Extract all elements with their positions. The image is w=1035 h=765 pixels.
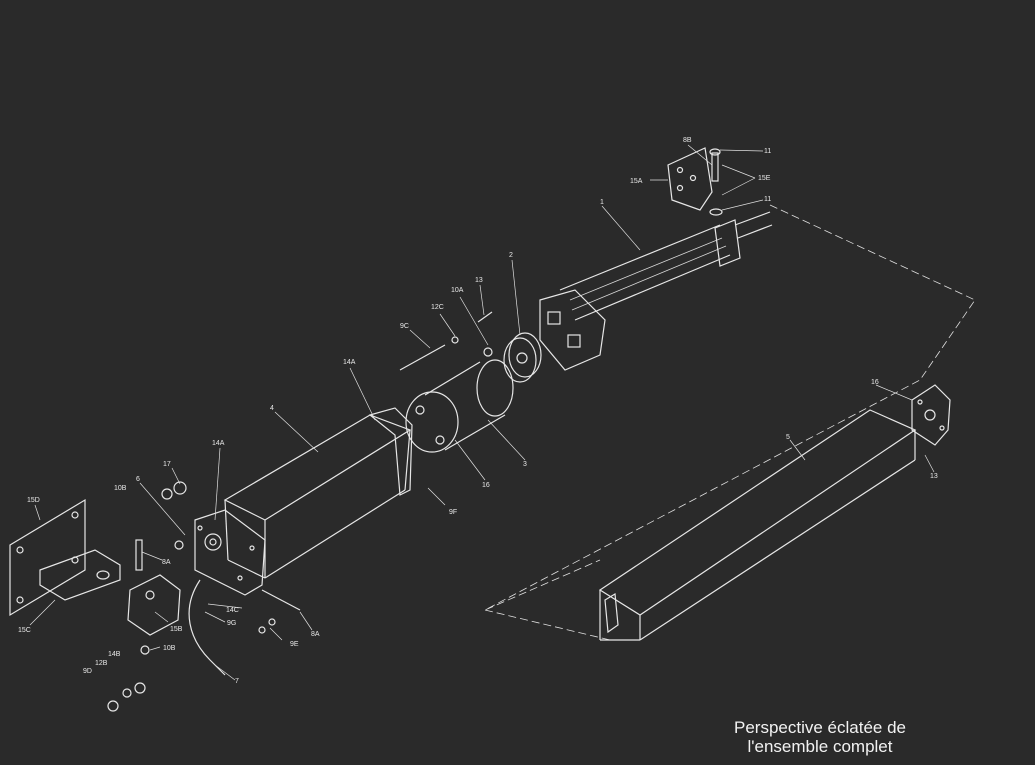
part-16-endcap <box>911 384 951 446</box>
label-5: 5 <box>786 434 790 441</box>
caption-line-1: Perspective éclatée de <box>734 718 906 737</box>
label-7: 7 <box>235 678 239 685</box>
part-16-motor <box>405 359 514 453</box>
part-15B-block <box>127 574 181 636</box>
part-1-cylinder <box>539 211 773 371</box>
label-8B: 8B <box>683 137 692 144</box>
diagram-caption: Perspective éclatée de l'ensemble comple… <box>690 718 950 756</box>
part-end-block <box>194 509 266 596</box>
part-7-cable <box>188 579 226 676</box>
label-2: 2 <box>509 252 513 259</box>
part-8A-pin-left <box>135 539 143 571</box>
part-13-pin <box>477 311 493 323</box>
part-9E-screw-b <box>268 618 276 626</box>
label-15C: 15C <box>18 627 31 634</box>
label-12C: 12C <box>431 304 444 311</box>
label-15B: 15B <box>170 626 183 633</box>
label-4: 4 <box>270 405 274 412</box>
label-6: 6 <box>136 476 140 483</box>
part-8A-pin <box>261 589 301 611</box>
label-1: 1 <box>600 199 604 206</box>
label-16-right: 16 <box>871 379 879 386</box>
part-5-outer-housing <box>598 409 917 641</box>
label-10B-bottom: 10B <box>163 645 176 652</box>
label-14B: 14B <box>108 651 121 658</box>
label-10A: 10A <box>451 287 464 294</box>
label-8A-right: 8A <box>311 631 320 638</box>
label-9C: 9C <box>400 323 409 330</box>
part-9E-screw <box>258 626 266 634</box>
label-15A: 15A <box>630 178 643 185</box>
part-9C-rod <box>399 344 446 371</box>
label-15D: 15D <box>27 497 40 504</box>
part-10A-nut <box>483 347 493 357</box>
label-17: 17 <box>163 461 171 468</box>
label-9G: 9G <box>227 620 236 627</box>
part-10B-nut <box>174 540 184 550</box>
caption-line-2: l'ensemble complet <box>747 737 893 756</box>
label-15E: 15E <box>758 175 771 182</box>
label-9F: 9F <box>449 509 457 516</box>
label-8A-left: 8A <box>162 559 171 566</box>
label-9E: 9E <box>290 641 299 648</box>
part-15A-bracket <box>667 147 723 216</box>
label-13-right: 13 <box>930 473 938 480</box>
part-4-housing <box>223 407 413 579</box>
dashed-envelope-line <box>484 204 976 611</box>
label-12B: 12B <box>95 660 108 667</box>
part-12C-washer <box>451 336 459 344</box>
label-3: 3 <box>523 461 527 468</box>
label-9D: 9D <box>83 668 92 675</box>
label-11-bottom: 11 <box>764 196 771 203</box>
part-17-washer-b <box>161 488 173 500</box>
label-10B-left: 10B <box>114 485 127 492</box>
part-10B-nut-b <box>140 645 150 655</box>
part-17-washer <box>173 481 187 495</box>
part-15D-plate <box>9 498 121 617</box>
part-9D-screw <box>107 682 146 712</box>
leader-lines <box>29 144 935 681</box>
label-13-top: 13 <box>475 277 483 284</box>
label-14A-left: 14A <box>212 440 225 447</box>
label-11-top: 11 <box>764 148 771 155</box>
label-14A-top: 14A <box>343 359 356 366</box>
part-2-coupling <box>503 332 542 383</box>
label-16-center: 16 <box>482 482 490 489</box>
label-14C: 14C <box>226 607 239 614</box>
